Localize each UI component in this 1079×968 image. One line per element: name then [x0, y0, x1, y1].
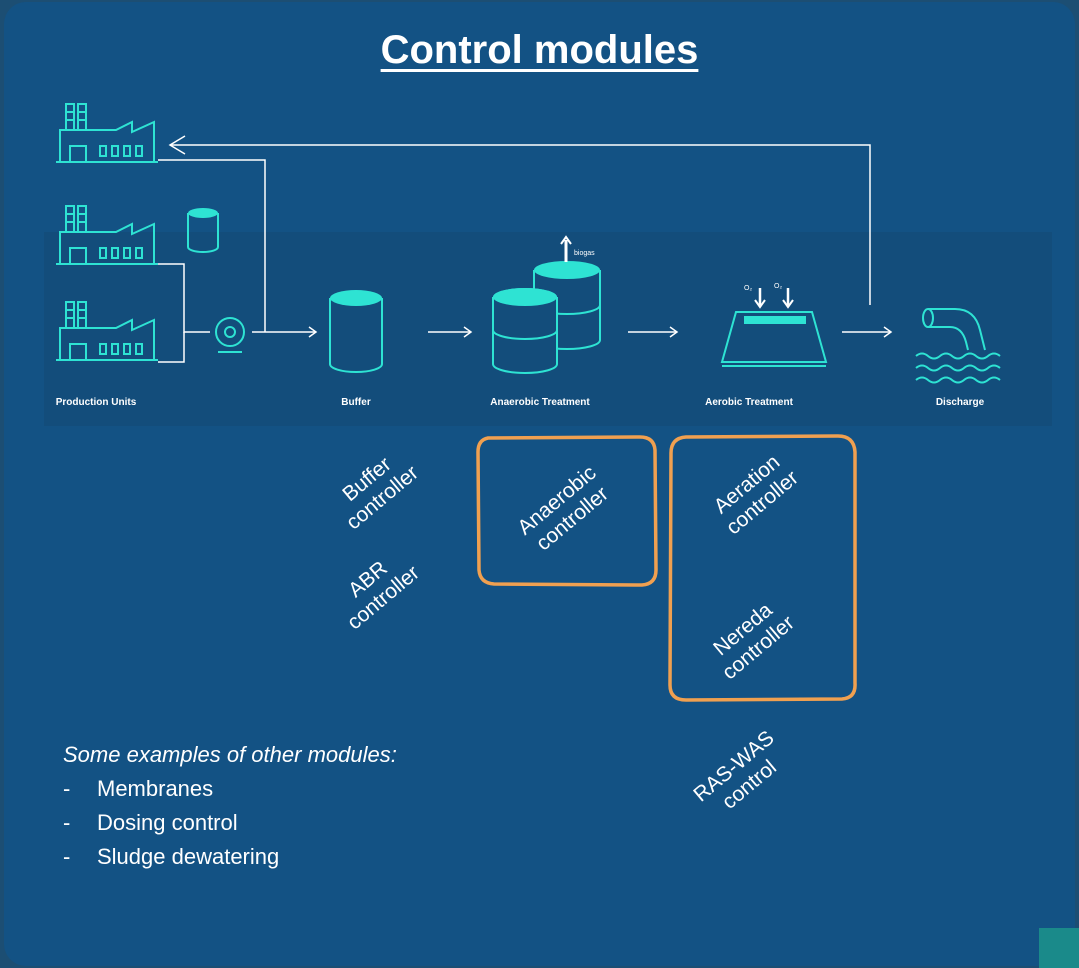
page-title: Control modules: [380, 28, 699, 72]
factory-icon: [55, 301, 159, 361]
factory-icon: [55, 205, 159, 265]
pipe-lines: [158, 135, 871, 363]
anaerobic-highlight-box: [476, 435, 658, 587]
discharge-outfall-icon: [915, 308, 1001, 384]
list-item: Membranes: [63, 772, 397, 806]
stage-label-production: Production Units: [55, 397, 137, 408]
oxygen-label-left: O₂: [744, 285, 752, 292]
stage-label-aerobic: Aerobic Treatment: [705, 397, 793, 408]
other-modules-list: Membranes Dosing control Sludge dewateri…: [63, 772, 397, 874]
list-item: Sludge dewatering: [63, 840, 397, 874]
biogas-label: biogas: [574, 250, 595, 257]
pump-icon: [215, 317, 245, 353]
anaerobic-reactor-icon: [492, 235, 601, 374]
corner-accent: [1039, 928, 1079, 968]
flow-arrows: [308, 326, 893, 338]
factory-icon: [55, 103, 159, 163]
stage-label-discharge: Discharge: [935, 397, 985, 408]
oxygen-label-right: O₂: [774, 283, 782, 290]
list-item: Dosing control: [63, 806, 397, 840]
storage-tank-icon: [187, 208, 219, 253]
aeration-basin-icon: [720, 288, 828, 367]
other-modules-section: Some examples of other modules: Membrane…: [63, 738, 397, 874]
aerobic-highlight-box: [668, 434, 857, 702]
stage-label-buffer: Buffer: [341, 397, 371, 408]
stage-label-anaerobic: Anaerobic Treatment: [490, 397, 590, 408]
other-modules-heading: Some examples of other modules:: [63, 742, 397, 767]
buffer-tank-icon: [329, 290, 383, 373]
